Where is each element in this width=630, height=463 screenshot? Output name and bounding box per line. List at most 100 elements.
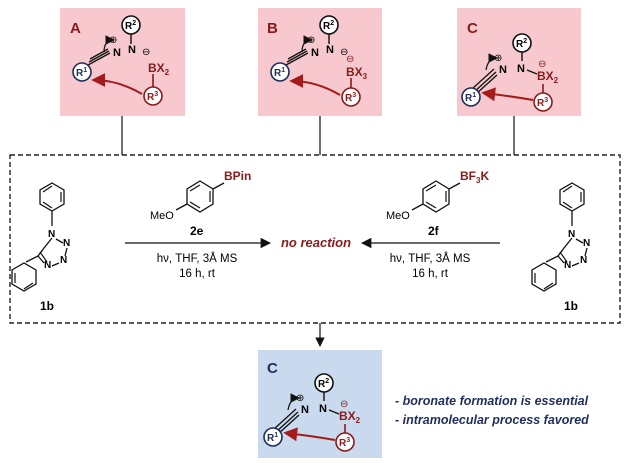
bond — [526, 69, 538, 75]
bond — [64, 247, 68, 257]
double-bond — [562, 201, 573, 209]
n-atom: N — [113, 47, 121, 59]
triple-bond-line — [471, 68, 495, 90]
ring-n: N — [44, 260, 51, 271]
phenyl-ring — [11, 262, 37, 292]
triple-bond-line — [286, 50, 308, 63]
r3-circle — [533, 92, 553, 112]
r3-circle — [341, 87, 361, 107]
double-bond — [425, 184, 437, 192]
r3-label: R3 — [345, 92, 356, 104]
r3-circle — [335, 432, 355, 452]
bond — [212, 182, 225, 190]
n-atom: N — [319, 403, 327, 415]
n-atom: N — [326, 44, 334, 56]
tetrazole-1b-right: N N N N 1b — [531, 182, 590, 313]
conditions-left-line2: 16 h, rt — [179, 268, 216, 280]
panel-b-label: B — [267, 20, 278, 37]
bond — [557, 255, 565, 264]
panel-c: C R2 N N ⊕ ⊖ BX2 R1 R3 — [457, 8, 581, 116]
plus-charge: ⊕ — [296, 393, 304, 404]
bond — [51, 262, 60, 267]
double-bond — [543, 282, 554, 290]
dashed-box — [9, 154, 621, 324]
compound-id: 1b — [40, 299, 54, 313]
r2-label: R2 — [318, 378, 329, 390]
conditions-right-line2: 16 h, rt — [412, 268, 449, 280]
curved-arrow — [485, 53, 498, 71]
r1-circle — [461, 87, 481, 107]
bond — [37, 237, 53, 257]
panel-b: B R2 N N ⊕ ⊖ R1 ⊖ BX3 R3 — [258, 8, 382, 116]
r2-label: R2 — [516, 38, 527, 50]
note-intramolecular: - intramolecular process favored — [395, 413, 589, 427]
triple-bond — [275, 411, 299, 433]
panel-a: A R2 N N ⊕ ⊖ R1 BX2 R3 — [60, 8, 185, 116]
n-atom: N — [301, 404, 309, 416]
bond — [55, 238, 64, 244]
triple-bond-line — [287, 48, 307, 60]
curved-arrow — [289, 74, 341, 96]
bond — [328, 409, 340, 415]
bond — [571, 262, 580, 267]
methoxy-label: MeO — [150, 210, 174, 222]
bond — [411, 203, 424, 211]
double-bond — [42, 201, 53, 209]
boron-group: BX2 — [537, 69, 559, 85]
bond — [37, 255, 45, 264]
triple-bond-line — [277, 414, 300, 435]
curved-arrow — [91, 73, 143, 95]
plus-charge: ⊕ — [494, 53, 502, 64]
minus-charge: ⊖ — [340, 47, 348, 58]
panel-a-label: A — [70, 20, 81, 37]
methoxy-label: MeO — [386, 210, 410, 222]
r1-circle — [270, 62, 290, 82]
curved-arrow — [481, 87, 534, 102]
ring-n: N — [48, 229, 55, 240]
n-atom: N — [311, 47, 319, 59]
compound-id: 2e — [190, 224, 204, 238]
triple-bond-line — [273, 408, 297, 430]
bond — [545, 255, 559, 263]
boron-charge: ⊖ — [346, 54, 354, 65]
double-bond — [42, 185, 53, 193]
no-reaction-label: no reaction — [281, 235, 351, 250]
reagent-2e: BPin MeO 2e — [150, 169, 251, 238]
boron-group: BX2 — [148, 61, 170, 77]
ring-n: N — [60, 255, 67, 266]
n-atom: N — [517, 63, 525, 75]
double-bond — [189, 184, 201, 192]
r1-circle — [72, 62, 92, 82]
double-bond — [39, 251, 48, 263]
bottom-panel-label: C — [267, 360, 278, 377]
phenyl-ring — [531, 262, 557, 292]
r2-label: R2 — [125, 20, 136, 32]
boron-charge: ⊖ — [340, 399, 348, 410]
note-boronate: - boronate formation is essential — [395, 394, 589, 408]
triple-bond — [473, 71, 497, 93]
n-atom: N — [499, 64, 507, 76]
r1-label: R1 — [267, 432, 278, 444]
ring-n: N — [564, 260, 571, 271]
triple-bond — [285, 52, 309, 66]
double-bond — [559, 251, 568, 263]
bond — [584, 247, 588, 257]
double-bond — [23, 282, 34, 290]
double-bond — [189, 201, 201, 209]
triple-bond-line — [88, 50, 110, 63]
double-bond — [562, 185, 573, 193]
triple-bond-line — [89, 48, 109, 60]
r1-label: R1 — [274, 67, 285, 79]
panel-c-label: C — [467, 20, 478, 37]
curved-arrow — [103, 35, 115, 53]
bottom-panel-c: C R2 N N ⊕ ⊖ BX2 R1 R3 — [258, 350, 382, 458]
curved-arrow — [287, 393, 300, 411]
ring-n: N — [580, 255, 587, 266]
triple-bond — [87, 52, 111, 66]
r3-label: R3 — [537, 97, 548, 109]
compound-id: 1b — [564, 299, 578, 313]
triple-bond-line — [475, 74, 498, 95]
bpin-label: BPin — [224, 169, 251, 183]
n-atom: N — [128, 44, 136, 56]
